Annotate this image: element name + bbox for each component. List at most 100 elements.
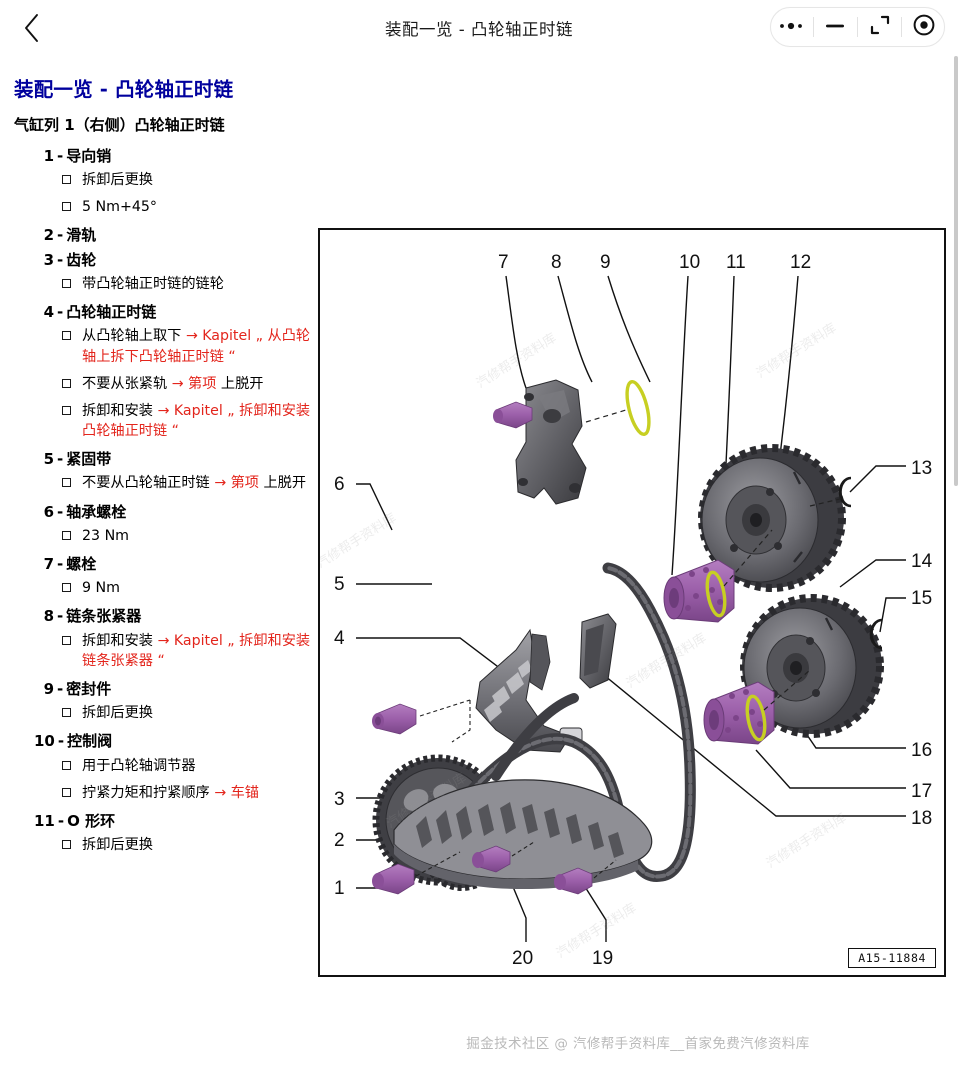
parts-list-panel: 装配一览 - 凸轮轴正时链 气缸列 1（右侧）凸轮轴正时链 1-导向销拆卸后更换… bbox=[0, 56, 318, 1070]
mini-program-capsule bbox=[770, 7, 945, 47]
part-number: 7 bbox=[43, 554, 54, 573]
part-bullet-list: 不要从凸轮轴正时链 → 第项 上脱开 bbox=[14, 473, 312, 493]
part-item-heading: 3-齿轮 bbox=[34, 249, 312, 272]
page-scrollbar[interactable] bbox=[954, 56, 958, 486]
minimize-button[interactable] bbox=[817, 8, 853, 46]
part-label: O 形环 bbox=[67, 811, 116, 830]
callout-number: 3 bbox=[334, 789, 345, 810]
part-bullet-list: 拆卸后更换 bbox=[14, 835, 312, 855]
bullet-text-run: 拆卸后更换 bbox=[82, 837, 153, 854]
more-menu-button[interactable] bbox=[773, 8, 809, 46]
close-button[interactable] bbox=[906, 8, 942, 46]
reference-link[interactable]: → Kapitel „ 拆卸和安装凸轮轴正时链 “ bbox=[82, 402, 311, 439]
callout-number: 9 bbox=[600, 252, 611, 273]
part-bullet-list: 拆卸和安装 → Kapitel „ 拆卸和安装链条张紧器 “ bbox=[14, 631, 312, 671]
part-number: 3 bbox=[43, 250, 54, 269]
part-number: 4 bbox=[43, 303, 54, 322]
part-item-heading: 9-密封件 bbox=[34, 678, 312, 701]
part-dash: - bbox=[57, 502, 64, 521]
reference-link[interactable]: → 车锚 bbox=[214, 784, 259, 801]
callout-number: 16 bbox=[911, 740, 933, 761]
capsule-divider bbox=[901, 17, 903, 37]
bullet-text: 5 Nm+45° bbox=[82, 197, 312, 217]
part-dash: - bbox=[57, 146, 64, 165]
part-bullet-list: 23 Nm bbox=[14, 526, 312, 546]
part-bullet: 5 Nm+45° bbox=[62, 197, 312, 217]
part-item-heading: 8-链条张紧器 bbox=[34, 605, 312, 628]
part-label: 滑轨 bbox=[66, 226, 97, 245]
part-dash: - bbox=[57, 226, 64, 245]
callout-number: 18 bbox=[911, 808, 933, 829]
part-number: 8 bbox=[43, 607, 54, 626]
document-title: 装配一览 - 凸轮轴正时链 bbox=[14, 78, 234, 101]
part-bullet: 带凸轮轴正时链的链轮 bbox=[62, 274, 312, 294]
bullet-text: 9 Nm bbox=[82, 578, 312, 598]
part-number: 9 bbox=[43, 679, 54, 698]
bullet-text: 拆卸和安装 → Kapitel „ 拆卸和安装链条张紧器 “ bbox=[82, 631, 312, 671]
bullet-text-run: 上脱开 bbox=[258, 475, 307, 492]
bullet-text-run: 从凸轮轴上取下 bbox=[82, 328, 186, 345]
part-number: 10 bbox=[34, 732, 55, 751]
bullet-text: 拆卸后更换 bbox=[82, 170, 312, 190]
part-label: 轴承螺栓 bbox=[66, 502, 127, 521]
part-item-heading: 1-导向销 bbox=[34, 145, 312, 168]
bullet-text: 拆卸和安装 → Kapitel „ 拆卸和安装凸轮轴正时链 “ bbox=[82, 401, 312, 441]
part-bullet-list: 9 Nm bbox=[14, 578, 312, 598]
part-dash: - bbox=[57, 554, 64, 573]
callout-number: 12 bbox=[790, 252, 812, 273]
bullet-text-run: 用于凸轮轴调节器 bbox=[82, 757, 196, 774]
bullet-text-run: 拆卸后更换 bbox=[82, 705, 153, 722]
callout-number: 11 bbox=[726, 252, 746, 273]
part-number: 1 bbox=[43, 146, 54, 165]
part-item-heading: 2-滑轨 bbox=[34, 224, 312, 247]
bullet-text-run: 拆卸和安装 bbox=[82, 402, 158, 419]
back-button[interactable] bbox=[12, 0, 52, 56]
part-bullet-list: 拆卸后更换 bbox=[14, 703, 312, 723]
bullet-checkbox-icon bbox=[62, 760, 71, 770]
bullet-text-run: 不要从凸轮轴正时链 bbox=[82, 475, 215, 492]
reference-link[interactable]: → 第项 bbox=[171, 375, 217, 392]
part-bullet: 不要从凸轮轴正时链 → 第项 上脱开 bbox=[62, 473, 312, 493]
part-bullet: 23 Nm bbox=[62, 526, 312, 546]
more-dots-icon bbox=[778, 18, 804, 36]
part-label: 链条张紧器 bbox=[66, 607, 142, 626]
part-item-heading: 6-轴承螺栓 bbox=[34, 501, 312, 524]
page-title: 装配一览 - 凸轮轴正时链 bbox=[385, 20, 573, 39]
bullet-checkbox-icon bbox=[62, 635, 71, 645]
bullet-text-run: 23 Nm bbox=[82, 527, 129, 544]
diagram-graphic bbox=[356, 275, 906, 942]
reference-link[interactable]: → 第项 bbox=[214, 475, 259, 492]
bullet-text: 不要从凸轮轴正时链 → 第项 上脱开 bbox=[82, 473, 312, 493]
part-number: 6 bbox=[43, 502, 54, 521]
part-dash: - bbox=[57, 811, 65, 830]
expand-button[interactable] bbox=[862, 8, 898, 46]
part-item: 2-滑轨 bbox=[14, 224, 312, 247]
bullet-text: 23 Nm bbox=[82, 526, 312, 546]
callout-number: 8 bbox=[551, 252, 562, 273]
callout-number: 13 bbox=[911, 458, 933, 479]
part-bullet: 不要从张紧轨 → 第项 上脱开 bbox=[62, 374, 312, 394]
part-bullet: 拆卸后更换 bbox=[62, 170, 312, 190]
reference-link[interactable]: → Kapitel „ 拆卸和安装链条张紧器 “ bbox=[82, 632, 311, 669]
bullet-checkbox-icon bbox=[62, 378, 71, 388]
bullet-checkbox-icon bbox=[62, 278, 71, 288]
callout-number: 15 bbox=[911, 588, 933, 609]
part-dash: - bbox=[57, 607, 64, 626]
callout-number: 10 bbox=[679, 252, 701, 273]
bullet-checkbox-icon bbox=[62, 708, 71, 718]
part-item-heading: 5-紧固带 bbox=[34, 448, 312, 471]
callout-number: 7 bbox=[498, 252, 509, 273]
bullet-checkbox-icon bbox=[62, 840, 71, 850]
part-item: 10-控制阀用于凸轮轴调节器拧紧力矩和拧紧顺序 → 车锚 bbox=[14, 730, 312, 803]
chevron-left-icon bbox=[22, 12, 42, 44]
bullet-checkbox-icon bbox=[62, 175, 71, 185]
callout-number: 5 bbox=[334, 574, 345, 595]
part-label: 密封件 bbox=[66, 679, 112, 698]
diagram-code: A15-11884 bbox=[848, 948, 936, 968]
bullet-text-run: 带凸轮轴正时链的链轮 bbox=[82, 275, 224, 292]
reference-link[interactable]: → Kapitel „ 从凸轮轴上拆下凸轮轴正时链 “ bbox=[82, 328, 311, 365]
